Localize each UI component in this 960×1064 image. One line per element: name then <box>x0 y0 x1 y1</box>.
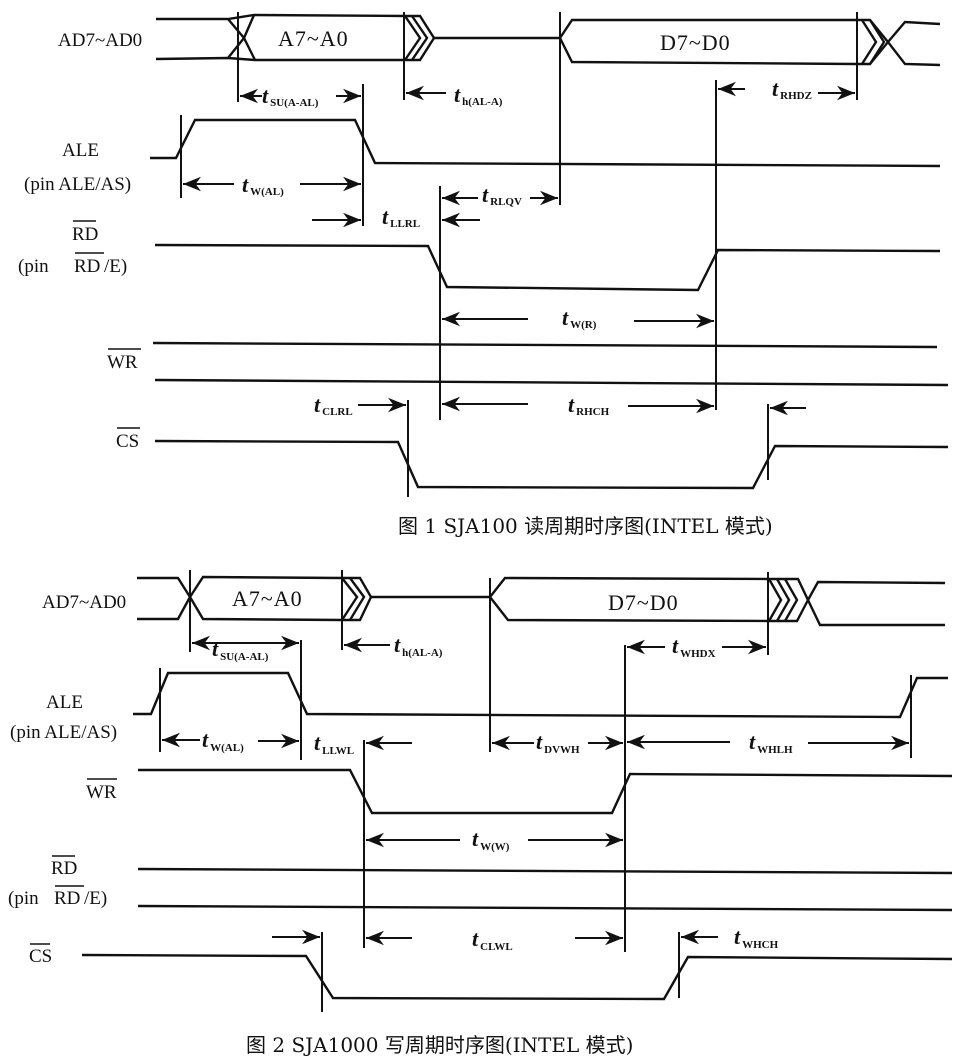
signal-label-rd-pin-group: (pin RD /E) <box>18 252 127 277</box>
waveform-cs <box>81 953 953 1001</box>
signal-label-ale-pin: (pin ALE/AS) <box>10 722 117 743</box>
signal-label-wr: WR <box>107 352 138 373</box>
waveform-ale <box>133 671 948 719</box>
signal-label-rd-pin-group: (pin RD /E) <box>8 885 107 909</box>
bus-value-address: A7~A0 <box>278 26 349 51</box>
figure-2-caption: 图 2 SJA1000 写周期时序图(INTEL 模式) <box>246 1033 633 1057</box>
signal-label-wr-group: WR <box>86 778 117 803</box>
signal-label-rd-group: RD <box>51 855 77 879</box>
waveform-wr-high <box>152 341 938 349</box>
signal-label-cs-group: CS <box>29 943 52 967</box>
signal-label-rd-pin-bar: RD <box>54 888 80 909</box>
signal-label-ale: ALE <box>62 140 99 161</box>
figure-2-write-cycle: AD7~AD0 ALE (pin ALE/AS) WR RD (pin RD /… <box>8 570 953 1057</box>
bus-value-data: D7~D0 <box>608 590 679 615</box>
signal-label-bus: AD7~AD0 <box>58 30 142 51</box>
bus-value-data: D7~D0 <box>660 30 731 55</box>
figure-1-caption: 图 1 SJA100 读周期时序图(INTEL 模式) <box>398 514 773 538</box>
guide-lines <box>159 570 912 1012</box>
signal-label-rd-pin-prefix: (pin <box>8 888 39 909</box>
bus-value-address: A7~A0 <box>232 586 303 611</box>
signal-label-ale: ALE <box>46 692 83 713</box>
signal-label-rd-pin-suffix: /E) <box>104 256 127 277</box>
signal-label-rd-pin-bar: RD <box>74 256 100 277</box>
waveform-wr <box>138 768 953 815</box>
waveform-ale <box>150 118 941 168</box>
signal-label-cs: CS <box>29 946 52 967</box>
waveform-bus: A7~A0 D7~D0 <box>137 575 946 627</box>
dimension-arrows <box>183 81 855 416</box>
guide-lines <box>180 12 858 497</box>
signal-label-cs-group: CS <box>116 427 140 452</box>
signal-label-rd: RD <box>51 858 77 879</box>
signal-label-rd-pin-suffix: /E) <box>84 888 107 909</box>
signal-label-bus: AD7~AD0 <box>42 592 126 613</box>
waveform-rd-high <box>137 867 953 875</box>
signal-label-wr-group: WR <box>107 348 141 373</box>
waveform-wr-low <box>154 378 949 387</box>
dimension-arrows <box>162 635 909 946</box>
waveform-rd <box>154 243 941 292</box>
waveform-bus: A7~A0 D7~D0 <box>155 13 941 67</box>
signal-label-cs: CS <box>116 431 139 452</box>
signal-label-rd: RD <box>72 224 98 245</box>
signal-label-rd-pin-prefix: (pin <box>18 256 49 277</box>
signal-label-wr: WR <box>86 782 117 803</box>
waveform-cs <box>154 439 949 490</box>
signal-label-rd-group: RD <box>72 220 98 245</box>
figure-1-read-cycle: AD7~AD0 ALE (pin ALE/AS) RD (pin RD /E) … <box>18 12 949 538</box>
waveform-rd-low <box>137 904 953 912</box>
signal-label-ale-pin: (pin ALE/AS) <box>24 174 131 195</box>
